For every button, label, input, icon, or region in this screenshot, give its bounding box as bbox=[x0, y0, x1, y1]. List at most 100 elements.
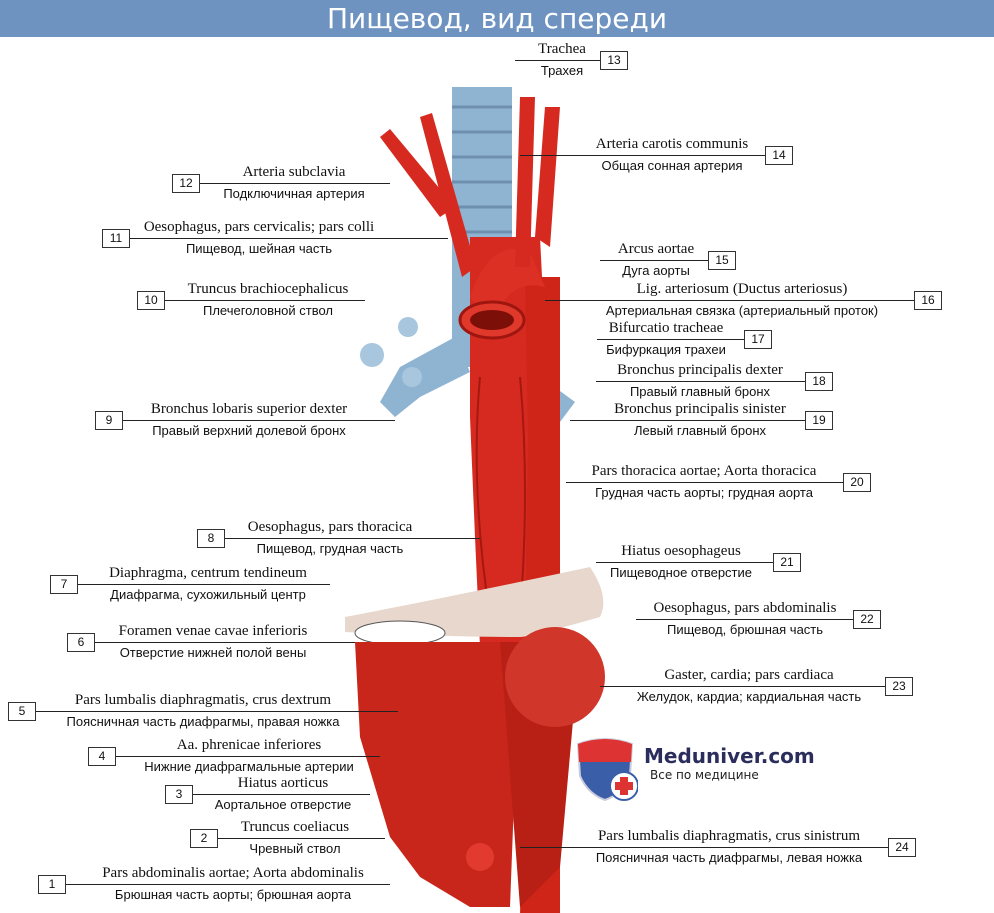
latin-term: Bronchus principalis sinister bbox=[614, 401, 786, 417]
leader-line bbox=[596, 381, 805, 382]
latin-term: Oesophagus, pars thoracica bbox=[247, 519, 413, 535]
leader-line bbox=[116, 756, 380, 757]
label-number-box: 22 bbox=[853, 610, 881, 629]
latin-term: Arteria carotis communis bbox=[595, 136, 749, 152]
russian-term: Диафрагма, сухожильный центр bbox=[110, 587, 306, 602]
logo-tagline: Все по медицине bbox=[650, 768, 759, 782]
leader-line bbox=[520, 847, 888, 848]
latin-term: Arcus aortae bbox=[617, 241, 695, 257]
latin-term: Bronchus lobaris superior dexter bbox=[150, 401, 348, 417]
leader-line bbox=[165, 300, 365, 301]
latin-term: Hiatus oesophageus bbox=[621, 543, 741, 559]
latin-term: Foramen venae cavae inferioris bbox=[118, 623, 308, 639]
leader-line bbox=[520, 155, 765, 156]
leader-line bbox=[597, 339, 744, 340]
leader-line bbox=[218, 838, 385, 839]
russian-term: Левый главный бронх bbox=[633, 423, 767, 438]
russian-term: Нижние диафрагмальные артерии bbox=[144, 759, 354, 774]
russian-term: Брюшная часть аорты; брюшная аорта bbox=[114, 887, 352, 902]
latin-term: Pars thoracica aortae; Aorta thoracica bbox=[591, 463, 817, 479]
label-number-box: 9 bbox=[95, 411, 123, 430]
russian-term: Правый верхний долевой бронх bbox=[152, 423, 346, 438]
label-number-box: 23 bbox=[885, 677, 913, 696]
russian-term: Чревный ствол bbox=[249, 841, 341, 856]
russian-term: Отверстие нижней полой вены bbox=[119, 645, 307, 660]
russian-term: Пищевод, шейная часть bbox=[185, 241, 333, 256]
leader-line bbox=[566, 482, 843, 483]
russian-term: Грудная часть аорты; грудная аорта bbox=[595, 485, 813, 500]
latin-term: Truncus coeliacus bbox=[240, 819, 350, 835]
leader-line bbox=[200, 183, 390, 184]
leader-line bbox=[636, 619, 853, 620]
shield-cross-icon bbox=[576, 738, 639, 802]
leader-line bbox=[515, 60, 600, 61]
latin-term: Bifurcatio tracheae bbox=[608, 320, 724, 336]
russian-term: Пищевод, брюшная часть bbox=[666, 622, 824, 637]
leader-line bbox=[600, 686, 885, 687]
leader-line bbox=[130, 238, 448, 239]
leader-line bbox=[600, 260, 708, 261]
label-number-box: 13 bbox=[600, 51, 628, 70]
russian-term: Подключичная артерия bbox=[223, 186, 365, 201]
label-number-box: 19 bbox=[805, 411, 833, 430]
russian-term: Правый главный бронх bbox=[629, 384, 771, 399]
russian-term: Трахея bbox=[540, 63, 584, 78]
russian-term: Поясничная часть диафрагмы, правая ножка bbox=[66, 714, 340, 729]
leader-line bbox=[36, 711, 398, 712]
latin-term: Oesophagus, pars cervicalis; pars colli bbox=[143, 219, 375, 235]
russian-term: Дуга аорты bbox=[622, 263, 690, 278]
russian-term: Артериальная связка (артериальный проток… bbox=[605, 303, 879, 318]
russian-term: Аортальное отверстие bbox=[214, 797, 352, 812]
label-number-box: 4 bbox=[88, 747, 116, 766]
diaphragm bbox=[345, 567, 605, 907]
label-number-box: 16 bbox=[914, 291, 942, 310]
latin-term: Truncus brachiocephalicus bbox=[187, 281, 349, 297]
label-number-box: 11 bbox=[102, 229, 130, 248]
latin-term: Hiatus aorticus bbox=[237, 775, 329, 791]
latin-term: Arteria subclavia bbox=[242, 164, 346, 180]
leader-line bbox=[78, 584, 330, 585]
latin-term: Oesophagus, pars abdominalis bbox=[653, 600, 837, 616]
russian-term: Бифуркация трахеи bbox=[606, 342, 726, 357]
latin-term: Diaphragma, centrum tendineum bbox=[109, 565, 307, 581]
leader-line bbox=[193, 794, 370, 795]
label-number-box: 15 bbox=[708, 251, 736, 270]
latin-term: Aa. phrenicae inferiores bbox=[176, 737, 322, 753]
label-number-box: 6 bbox=[67, 633, 95, 652]
label-number-box: 7 bbox=[50, 575, 78, 594]
label-number-box: 10 bbox=[137, 291, 165, 310]
label-number-box: 17 bbox=[744, 330, 772, 349]
latin-term: Lig. arteriosum (Ductus arteriosus) bbox=[636, 281, 848, 297]
leader-line bbox=[570, 420, 805, 421]
russian-term: Пищевод, грудная часть bbox=[256, 541, 404, 556]
esophagus-illustration bbox=[345, 87, 605, 913]
label-number-box: 3 bbox=[165, 785, 193, 804]
leader-line bbox=[225, 538, 480, 539]
leader-line bbox=[545, 300, 914, 301]
latin-term: Pars lumbalis diaphragmatis, crus dextru… bbox=[74, 692, 332, 708]
meduniver-logo[interactable]: Meduniver.com Все по медицине bbox=[572, 736, 815, 806]
latin-term: Trachea bbox=[538, 41, 586, 57]
label-number-box: 21 bbox=[773, 553, 801, 572]
leader-line bbox=[66, 884, 390, 885]
label-number-box: 12 bbox=[172, 174, 200, 193]
label-number-box: 1 bbox=[38, 875, 66, 894]
leader-line bbox=[123, 420, 395, 421]
russian-term: Пищеводное отверстие bbox=[610, 565, 752, 580]
label-number-box: 24 bbox=[888, 838, 916, 857]
russian-term: Общая сонная артерия bbox=[601, 158, 743, 173]
label-number-box: 5 bbox=[8, 702, 36, 721]
label-number-box: 8 bbox=[197, 529, 225, 548]
label-number-box: 2 bbox=[190, 829, 218, 848]
label-number-box: 18 bbox=[805, 372, 833, 391]
russian-term: Плечеголовной ствол bbox=[202, 303, 334, 318]
russian-term: Поясничная часть диафрагмы, левая ножка bbox=[595, 850, 863, 865]
latin-term: Pars lumbalis diaphragmatis, crus sinist… bbox=[597, 828, 861, 844]
label-number-box: 20 bbox=[843, 473, 871, 492]
label-number-box: 14 bbox=[765, 146, 793, 165]
page-title: Пищевод, вид спереди bbox=[0, 0, 994, 37]
logo-name: Meduniver.com bbox=[644, 744, 815, 768]
russian-term: Желудок, кардиа; кардиальная часть bbox=[636, 689, 862, 704]
leader-line bbox=[95, 642, 355, 643]
latin-term: Pars abdominalis aortae; Aorta abdominal… bbox=[102, 865, 364, 881]
